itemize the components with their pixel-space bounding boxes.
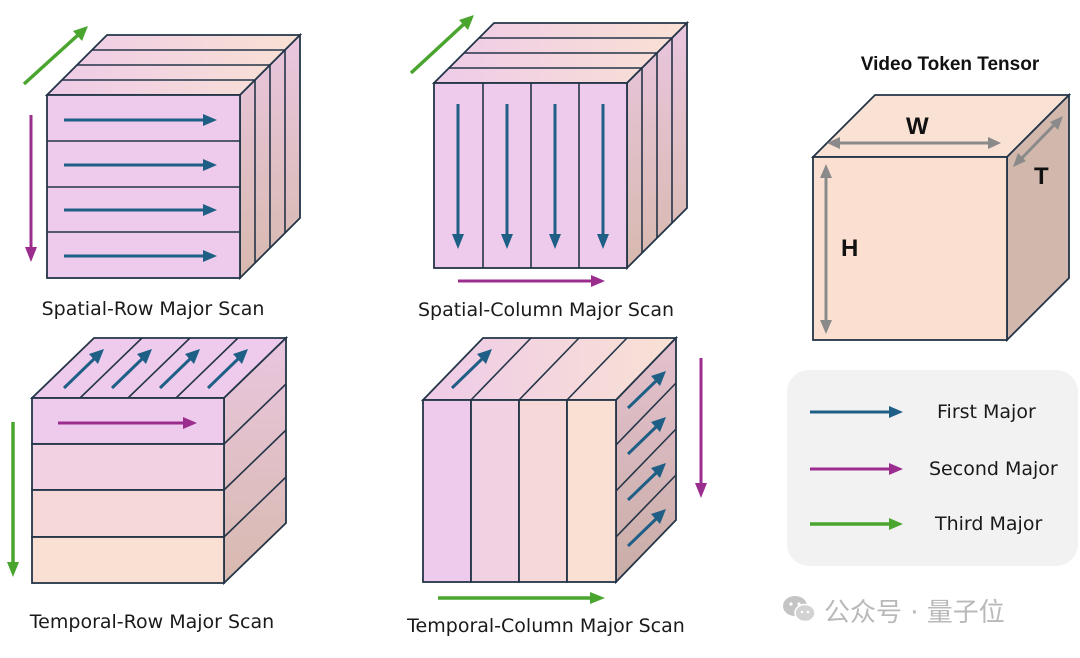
spatial-row-cube xyxy=(44,32,303,281)
tensor-h-label: H xyxy=(841,235,859,262)
caption-temporal-column: Temporal-Column Major Scan xyxy=(407,615,685,637)
temporal-column-third-arrow xyxy=(438,592,605,604)
temporal-row-first-arrows xyxy=(62,349,248,390)
caption-spatial-row: Spatial-Row Major Scan xyxy=(41,298,265,320)
spatial-row-third-arrow xyxy=(22,26,88,86)
caption-temporal-row: Temporal-Row Major Scan xyxy=(29,611,275,633)
tensor-title: Video Token Tensor xyxy=(860,54,1040,75)
legend-first-label: First Major xyxy=(937,401,1036,423)
tensor-width-arrow xyxy=(827,137,1001,149)
temporal-column-second-arrow xyxy=(695,358,707,498)
spatial-column-third-arrow xyxy=(409,15,474,75)
spatial-column-first-arrows xyxy=(452,104,609,249)
tensor-t-label: T xyxy=(1034,163,1049,190)
watermark-text: 公众号 · 量子位 xyxy=(824,598,1005,628)
temporal-row-second-arrow xyxy=(58,417,197,429)
spatial-row-first-arrows xyxy=(64,114,217,262)
spatial-row-second-arrow xyxy=(25,115,37,262)
tensor-w-label: W xyxy=(906,113,929,140)
temporal-column-cube xyxy=(420,335,679,585)
spatial-column-second-arrow xyxy=(458,275,605,287)
watermark: 公众号 · 量子位 xyxy=(782,590,1052,630)
tensor-height-arrow xyxy=(820,164,832,334)
legend-third-label: Third Major xyxy=(935,513,1043,535)
temporal-row-third-arrow xyxy=(7,422,19,577)
spatial-column-cube xyxy=(431,20,690,271)
caption-spatial-column: Spatial-Column Major Scan xyxy=(417,299,675,321)
temporal-column-first-arrows xyxy=(450,349,666,548)
legend-second-label: Second Major xyxy=(929,458,1058,480)
tensor-time-arrow xyxy=(1013,116,1063,167)
wechat-icon xyxy=(783,596,816,623)
